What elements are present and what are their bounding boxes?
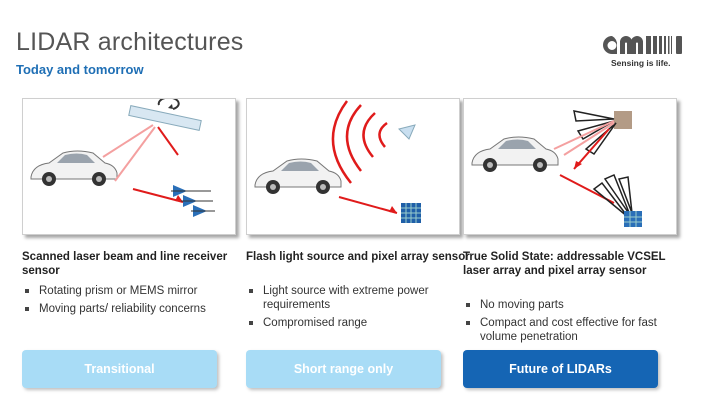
list-item: Rotating prism or MEMS mirror (22, 284, 237, 298)
list-item: No moving parts (463, 298, 683, 312)
pixel-array-icon (401, 203, 421, 223)
bullet-list-flash: Light source with extreme power requirem… (246, 284, 461, 334)
line-sensor-icon (171, 185, 215, 217)
diagram-scanned-laser (22, 98, 236, 235)
column-heading-scanned: Scanned laser beam and line receiver sen… (22, 251, 228, 277)
column-heading-solid-state: True Solid State: addressable VCSEL lase… (463, 251, 666, 277)
car-icon (30, 150, 118, 186)
short-range-button[interactable]: Short range only (246, 350, 441, 388)
future-of-lidars-button[interactable]: Future of LIDARs (463, 350, 658, 388)
light-source-icon (398, 124, 416, 140)
diagram-solid-state-lidar (463, 98, 677, 235)
logo-tagline: Sensing is life. (611, 58, 671, 68)
bullet-list-solid-state: No moving parts Compact and cost effecti… (463, 298, 683, 348)
transitional-button[interactable]: Transitional (22, 350, 217, 388)
car-icon (254, 158, 342, 194)
diagram-flash-lidar (246, 98, 460, 235)
list-item: Compact and cost effective for fast volu… (463, 316, 683, 344)
car-icon (471, 136, 559, 172)
list-item: Light source with extreme power requirem… (246, 284, 461, 312)
list-item: Moving parts/ reliability concerns (22, 302, 237, 316)
pixel-array-icon (624, 211, 642, 227)
page-title: LIDAR architectures (16, 28, 244, 56)
vcsel-array-icon (614, 111, 632, 129)
ams-logo (598, 32, 686, 70)
page-subtitle: Today and tomorrow (16, 62, 144, 77)
list-item: Compromised range (246, 316, 461, 330)
bullet-list-scanned: Rotating prism or MEMS mirror Moving par… (22, 284, 237, 320)
mems-mirror-icon (128, 99, 202, 131)
column-heading-flash: Flash light source and pixel array senso… (246, 251, 470, 263)
